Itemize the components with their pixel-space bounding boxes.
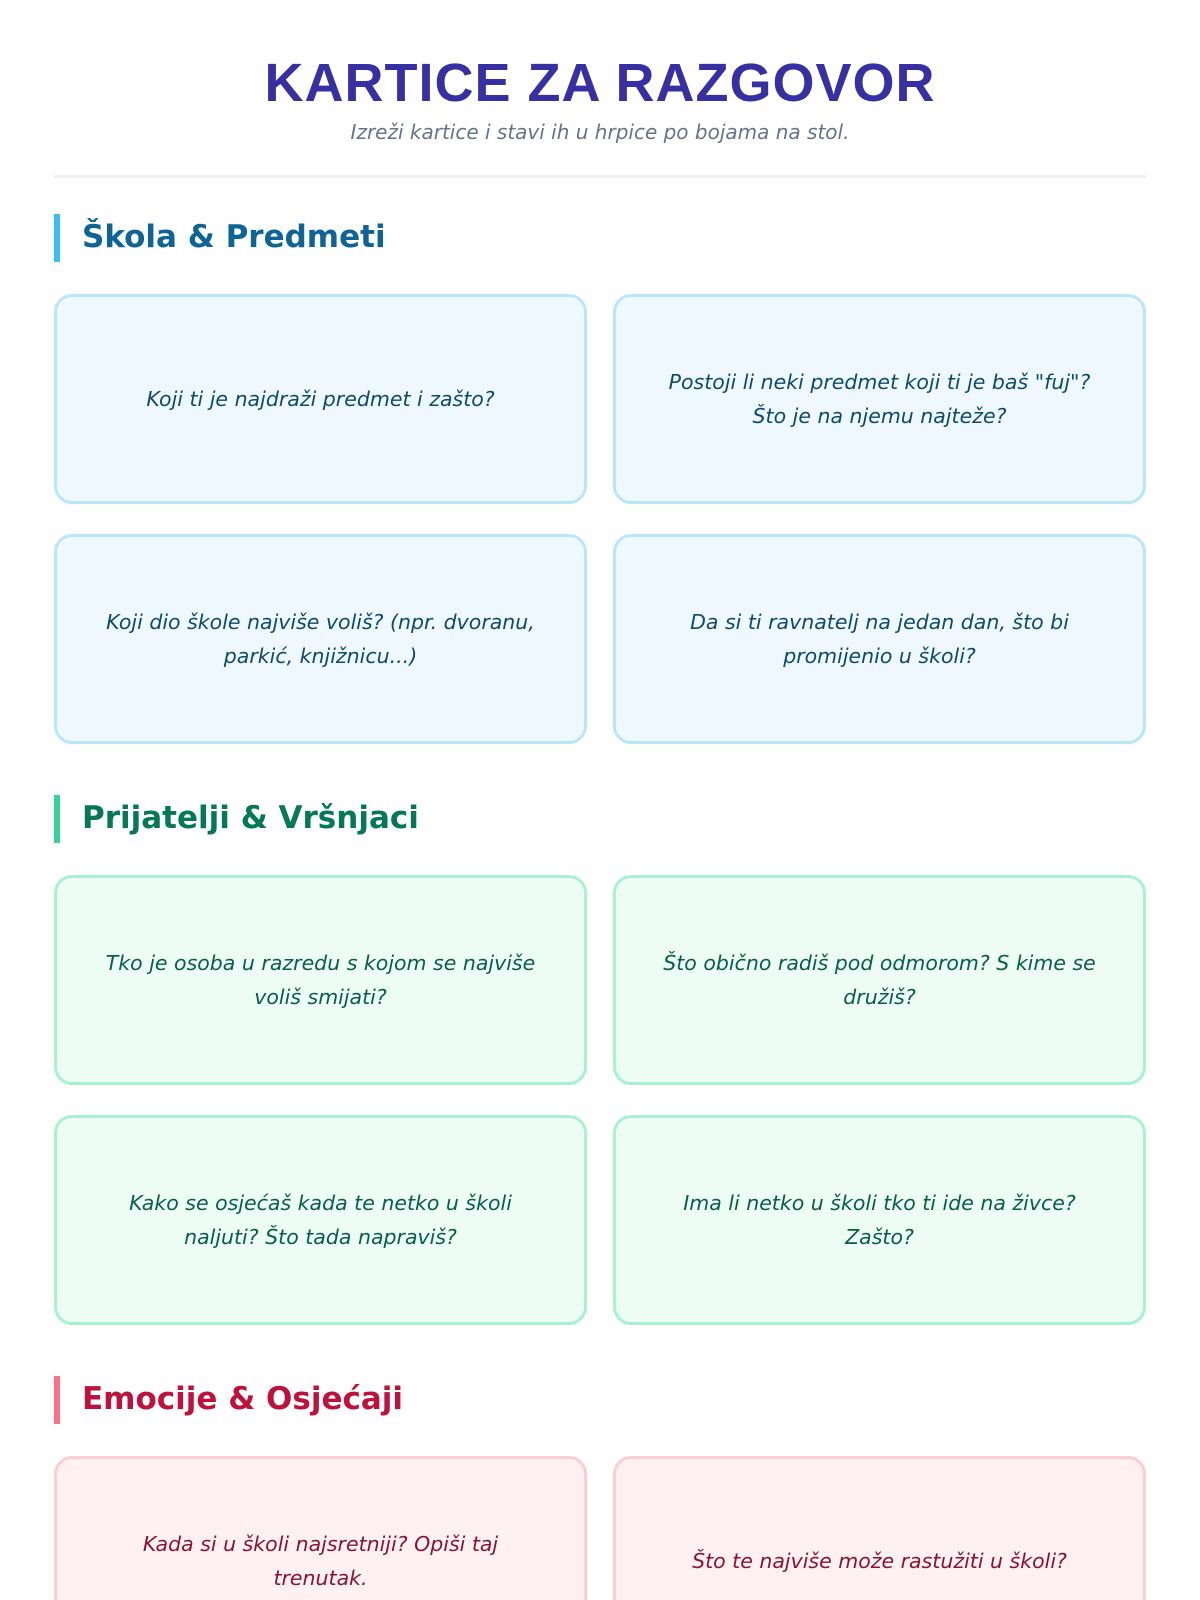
- section-prijatelji: Prijatelji & Vršnjaci Tko je osoba u raz…: [54, 795, 1146, 1325]
- question-card: Kako se osjećaš kada te netko u školi na…: [54, 1115, 587, 1325]
- question-card: Ima li netko u školi tko ti ide na živce…: [613, 1115, 1146, 1325]
- question-card: Da si ti ravnatelj na jedan dan, što bi …: [613, 534, 1146, 744]
- page-title: KARTICE ZA RAZGOVOR: [264, 53, 936, 113]
- question-card: Što obično radiš pod odmorom? S kime se …: [613, 875, 1146, 1085]
- question-card: Tko je osoba u razredu s kojom se najviš…: [54, 875, 587, 1085]
- section-emocije: Emocije & Osjećaji Kada si u školi najsr…: [54, 1376, 1146, 1600]
- page-header: KARTICE ZA RAZGOVOR Izreži kartice i sta…: [0, 0, 1200, 144]
- question-card: Postoji li neki predmet koji ti je baš "…: [613, 294, 1146, 504]
- question-card: Što te najviše može rastužiti u školi?: [613, 1456, 1146, 1600]
- section-title: Emocije & Osjećaji: [54, 1376, 1146, 1424]
- section-skola: Škola & Predmeti Koji ti je najdraži pre…: [54, 214, 1146, 744]
- question-card: Kada si u školi najsretniji? Opiši taj t…: [54, 1456, 587, 1600]
- divider: [54, 175, 1146, 178]
- question-card: Koji dio škole najviše voliš? (npr. dvor…: [54, 534, 587, 744]
- question-card: Koji ti je najdraži predmet i zašto?: [54, 294, 587, 504]
- page-subtitle: Izreži kartice i stavi ih u hrpice po bo…: [350, 120, 850, 144]
- section-title: Prijatelji & Vršnjaci: [54, 795, 1146, 843]
- section-title: Škola & Predmeti: [54, 214, 1146, 262]
